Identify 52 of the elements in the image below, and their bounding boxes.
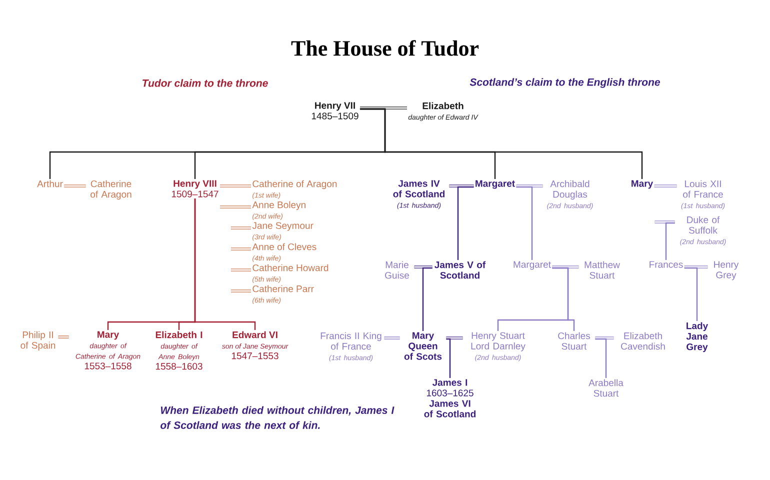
marriage-line (552, 266, 579, 268)
marriage-line (449, 184, 474, 188)
person-label: Henry VIII 1509–1547 (172, 180, 218, 198)
person-label: James V of Scotland (434, 261, 486, 279)
person-label: Philip II of Spain (20, 331, 56, 351)
marriage-line (414, 266, 432, 268)
descent-line (684, 267, 698, 321)
title: The House of Tudor (291, 40, 479, 56)
section-heading: Scotland’s claim to the English throne (470, 78, 660, 88)
marriage-line (654, 184, 677, 188)
marriage-line (220, 184, 251, 188)
person-label: Margaret (476, 180, 515, 189)
marriage-line (231, 290, 251, 292)
person-label: Arabella Stuart (588, 379, 624, 397)
person-label: Arthur (37, 180, 63, 188)
person-label: Henry VII 1485–1509 (312, 102, 358, 120)
descent-line (194, 198, 256, 330)
descent-line (665, 222, 675, 260)
person-label: Mary Queen of Scots (404, 332, 442, 360)
person-label: Lady Jane Grey (686, 322, 708, 352)
person-label: Henry Grey (714, 261, 739, 280)
section-heading: Tudor claim to the throne (142, 79, 268, 87)
marriage-line (231, 248, 251, 250)
marriage-line (446, 336, 463, 340)
marriage-line (231, 226, 251, 230)
person-label: Catherine of Aragon (90, 180, 132, 200)
marriage-line (64, 184, 86, 188)
descent-line (552, 267, 575, 331)
marriage-line (516, 184, 543, 188)
descent-line (457, 186, 474, 260)
person-label: James I 1603–1625 James VI of Scotland (424, 379, 476, 418)
person-label: Frances (650, 261, 683, 268)
descent-line (446, 338, 451, 378)
person-label: Mary (632, 180, 654, 189)
marriage-line (231, 268, 251, 272)
person-label: Margaret (514, 261, 551, 270)
marriage-line (384, 336, 400, 340)
marriage-line (684, 266, 708, 268)
marriage-line (360, 106, 407, 110)
person-label: Charles Stuart (558, 332, 590, 350)
descent-line (516, 186, 533, 260)
marriage-line (654, 220, 675, 224)
marriage-line (58, 336, 69, 338)
person-label: Elizabeth Cavendish (621, 332, 665, 350)
descent-line (422, 267, 432, 331)
descent-line (360, 108, 643, 179)
person-label: Matthew Stuart (584, 261, 620, 279)
note-text: When Elizabeth died without children, James I of Scotland was the next of kin. (160, 406, 394, 429)
marriage-line (595, 336, 614, 340)
marriage-line (220, 206, 251, 208)
descent-line (595, 338, 607, 378)
person-label: Marie Guise (385, 261, 409, 279)
